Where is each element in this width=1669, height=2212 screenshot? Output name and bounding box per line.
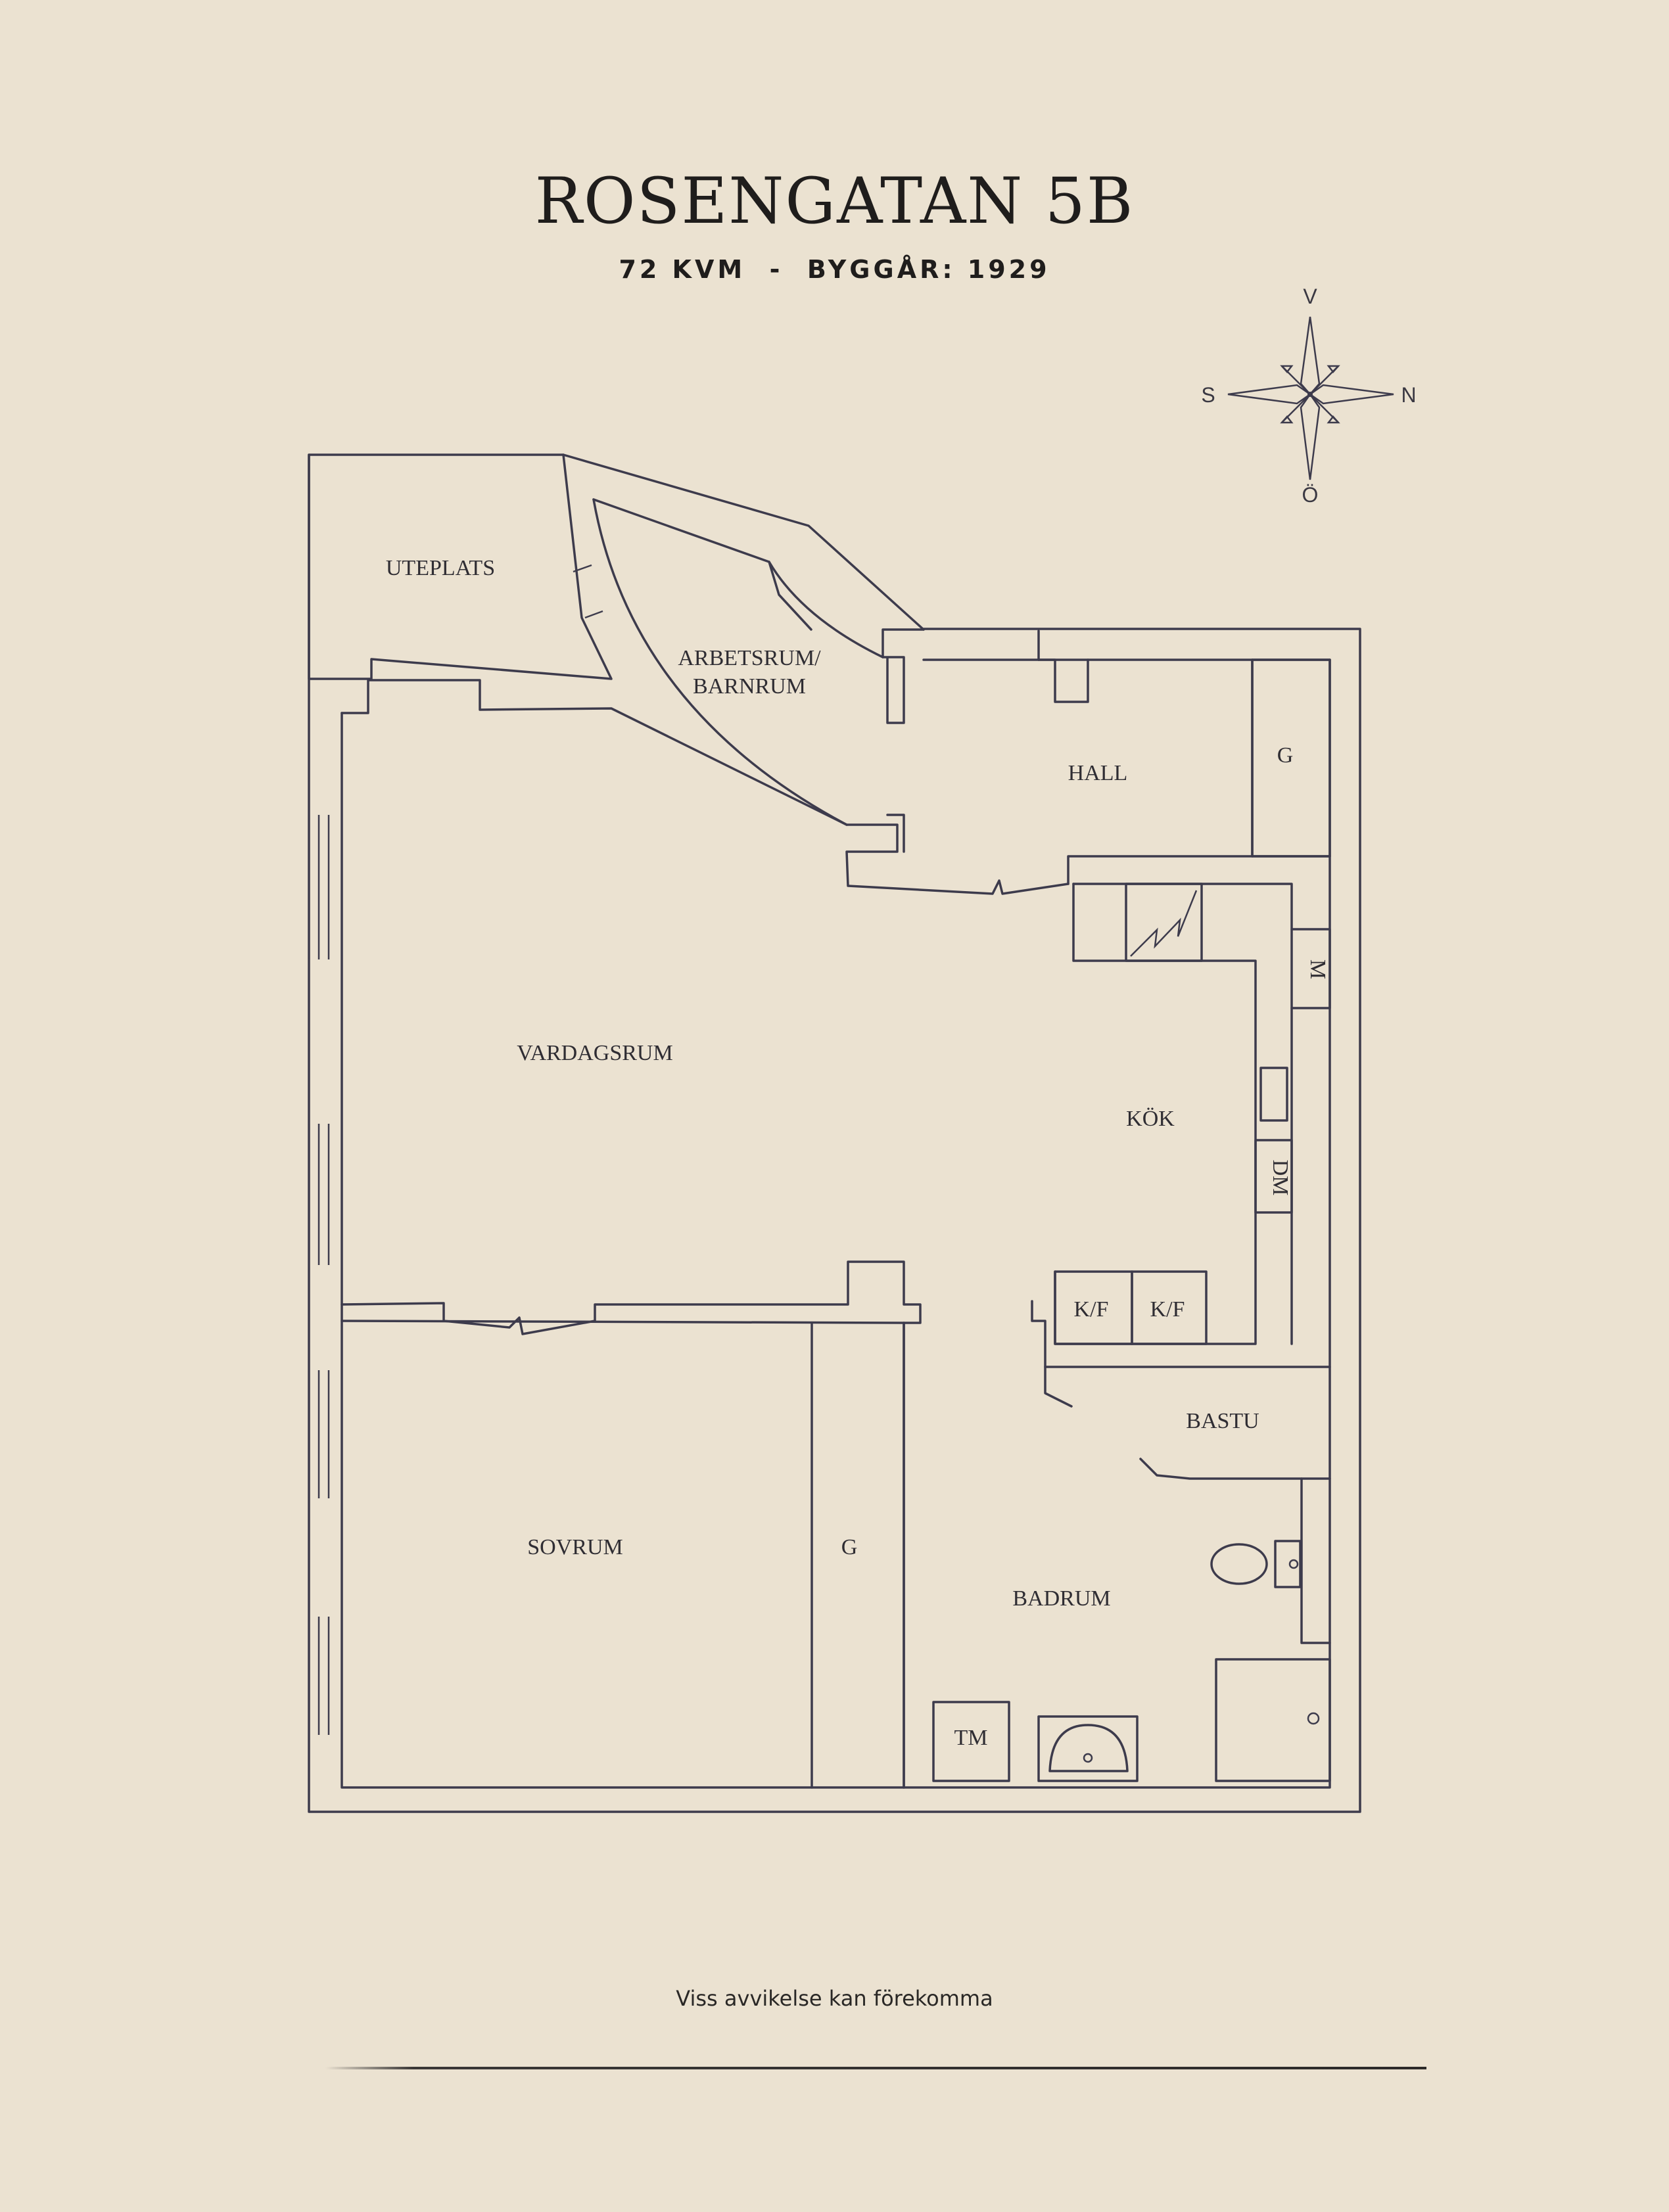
- page-subtitle: 72 KVM - BYGGÅR: 1929: [619, 255, 1050, 284]
- kitchen-fixtures: [1054, 883, 1331, 1345]
- outer-walls: [308, 453, 1361, 1813]
- compass-north-label: V: [1303, 285, 1317, 308]
- arbetsrum-walls: [592, 498, 1089, 853]
- kok-label: KÖK: [1126, 1107, 1175, 1131]
- washer-label: TM: [954, 1726, 988, 1750]
- arbetsrum-label-line1: ARBETSRUM/: [678, 646, 821, 670]
- sovrum-walls: [341, 1320, 905, 1789]
- bottom-divider: [325, 2067, 1426, 2069]
- bastu-walls: [1044, 1366, 1331, 1644]
- fridge-2-label: K/F: [1150, 1297, 1185, 1322]
- uteplats-label: UTEPLATS: [386, 556, 495, 580]
- fridge-1-label: K/F: [1074, 1297, 1109, 1322]
- badrum-fixtures: [932, 1540, 1331, 1782]
- hall-label: HALL: [1068, 761, 1128, 785]
- bastu-label: BASTU: [1186, 1409, 1259, 1433]
- sovrum-closet-label: G: [841, 1535, 858, 1559]
- compass-south-label: Ö: [1302, 483, 1319, 507]
- compass-east-label: N: [1401, 383, 1416, 407]
- microwave-label: M: [1305, 959, 1330, 979]
- sovrum-label: SOVRUM: [527, 1535, 623, 1559]
- windows: [317, 815, 330, 1735]
- compass-rose-icon: [1227, 316, 1394, 480]
- page-title: ROSENGATAN 5B: [534, 164, 1135, 238]
- compass-west-label: S: [1201, 383, 1215, 407]
- arbetsrum-label-line2: BARNRUM: [693, 674, 806, 699]
- uteplats-area: [308, 453, 613, 680]
- disclaimer-text: Viss avvikelse kan förekomma: [676, 1986, 993, 2011]
- vardagsrum-walls: [341, 1260, 1073, 1408]
- badrum-label: BADRUM: [1012, 1586, 1110, 1611]
- dishwasher-label: DM: [1268, 1160, 1292, 1196]
- hall-walls: [1067, 658, 1331, 885]
- hall-closet-label: G: [1277, 743, 1294, 768]
- vardagsrum-label: VARDAGSRUM: [517, 1041, 672, 1065]
